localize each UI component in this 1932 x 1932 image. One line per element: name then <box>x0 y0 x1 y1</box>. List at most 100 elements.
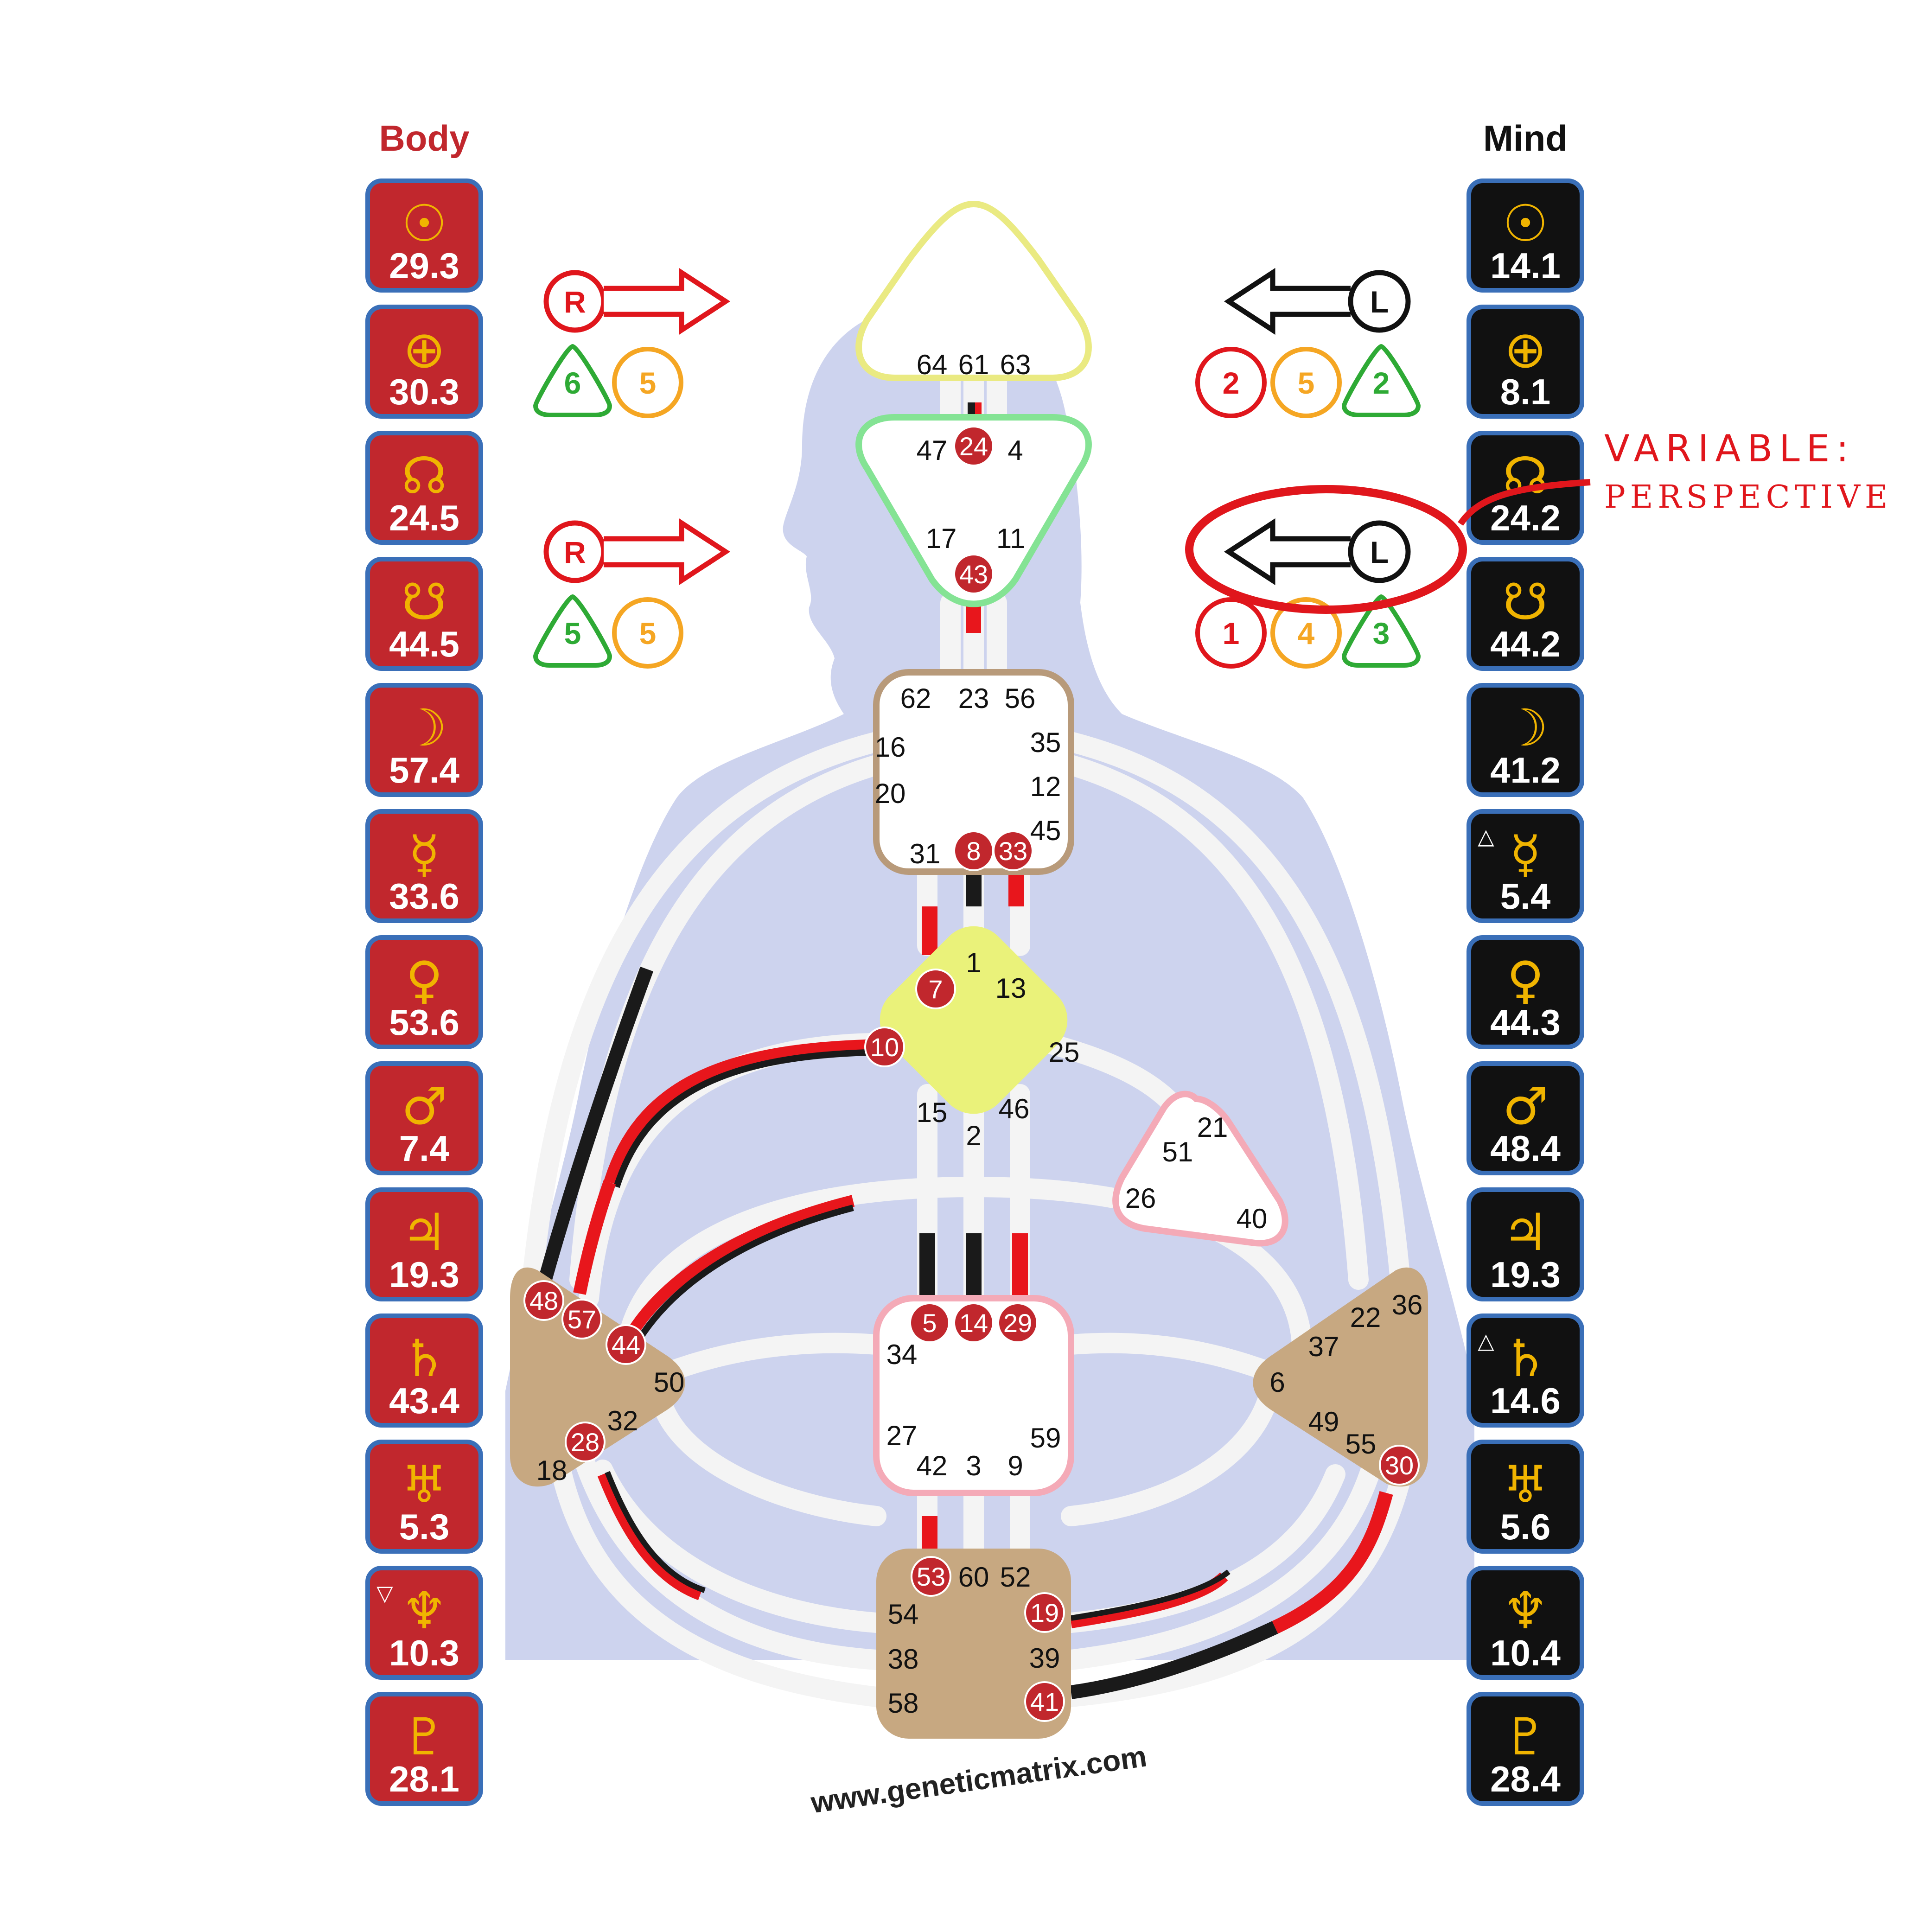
gate-28-active: 28 <box>571 1428 599 1457</box>
channel-16 <box>523 732 886 1281</box>
south-node-icon: ☋ <box>402 572 447 631</box>
var-top-left-arrow-right-icon <box>604 268 731 335</box>
body-col-planet-value-7: 53.6 <box>389 1002 459 1043</box>
activation-conscious-12 <box>613 1049 867 1188</box>
gate-25-label: 25 <box>1049 1037 1080 1068</box>
gate-52-label: 52 <box>1000 1562 1031 1593</box>
heart-center <box>1112 1090 1288 1247</box>
gate-62-label: 62 <box>900 683 931 714</box>
var-bottom-left-triangle-1 <box>533 594 612 668</box>
body-col-planet-value-11: 5.3 <box>399 1506 449 1547</box>
gate-30-active-dot <box>1379 1445 1420 1486</box>
sun-icon: ☉ <box>1503 194 1549 253</box>
var-top-left-digit-1: 6 <box>564 366 581 400</box>
gate-10-active: 10 <box>870 1033 899 1062</box>
gate-50-label: 50 <box>654 1367 685 1398</box>
gate-23-label: 23 <box>958 683 989 714</box>
channel-30 <box>657 1333 886 1383</box>
gate-35-label: 35 <box>1030 727 1061 758</box>
mind-col-planet-value-12: 10.4 <box>1490 1632 1561 1673</box>
moon-icon: ☽ <box>1503 698 1549 758</box>
mind-col-planet-value-1: 14.1 <box>1490 245 1561 286</box>
body-col-planet-value-13: 28.1 <box>389 1759 459 1799</box>
gate-30-active: 30 <box>1385 1451 1414 1480</box>
gate-55-label: 55 <box>1345 1428 1377 1460</box>
var-top-right-circle-2 <box>1270 347 1342 418</box>
body-col-planet-box-6 <box>365 809 483 923</box>
gate-63-label: 63 <box>1000 349 1031 380</box>
gate-57-active-dot <box>561 1299 602 1339</box>
gate-48-active: 48 <box>529 1286 558 1315</box>
gate-53-active: 53 <box>917 1562 945 1591</box>
sacral-center <box>873 1295 1074 1496</box>
mind-col-retro-marker-6: △ <box>1478 824 1494 849</box>
var-bottom-right-circle-2 <box>1270 597 1342 669</box>
saturn-icon: ♄ <box>402 1329 447 1388</box>
mind-col-planet-value-8: 48.4 <box>1490 1128 1561 1169</box>
mind-col-planet-box-7 <box>1467 935 1584 1049</box>
var-top-left-triangle-1 <box>533 344 612 417</box>
gate-1-label: 1 <box>966 947 981 978</box>
gate-49-label: 49 <box>1308 1406 1339 1437</box>
gate-54-label: 54 <box>888 1599 919 1630</box>
gate-31-label: 31 <box>910 838 941 869</box>
gate-21-label: 21 <box>1197 1112 1228 1143</box>
gate-47-label: 47 <box>917 435 948 466</box>
var-bottom-right-digit-3: 3 <box>1373 616 1390 650</box>
gate-64-label: 64 <box>917 349 948 380</box>
mind-col-planet-box-4 <box>1467 557 1584 671</box>
earth-icon: ⊕ <box>1504 320 1547 379</box>
channel-28 <box>648 1381 886 1526</box>
body-col-planet-box-1 <box>365 179 483 293</box>
body-col-planet-box-5 <box>365 683 483 797</box>
gate-19-active: 19 <box>1030 1598 1059 1627</box>
mind-heading: Mind <box>1483 118 1568 159</box>
root-center <box>876 1549 1071 1739</box>
gate-22-label: 22 <box>1350 1302 1381 1333</box>
neptune-icon: ♆ <box>402 1581 447 1640</box>
gate-39-label: 39 <box>1029 1643 1060 1674</box>
mind-col-planet-box-13 <box>1467 1692 1584 1806</box>
perspective-annotation: VARIABLE: PERSPECTIVE <box>1185 427 1893 614</box>
var-bottom-left-digit-1: 5 <box>564 616 581 650</box>
mind-col-planet-box-12 <box>1467 1566 1584 1680</box>
mind-col-planet-box-5 <box>1467 683 1584 797</box>
activation-unconscious-13 <box>573 1180 616 1295</box>
mind-col-planet-value-2: 8.1 <box>1500 371 1550 412</box>
throat-center <box>873 669 1074 875</box>
body-col-planet-box-9 <box>365 1187 483 1301</box>
body-col-planet-box-12 <box>365 1566 483 1680</box>
body-col-planet-value-2: 30.3 <box>389 371 459 412</box>
channel-31 <box>1061 1333 1281 1383</box>
gate-58-label: 58 <box>888 1688 919 1719</box>
var-top-left-digit-2: 5 <box>639 366 657 400</box>
pluto-icon: ♇ <box>402 1707 447 1766</box>
channel-18 <box>1061 732 1410 1290</box>
gate-44-active-dot <box>606 1324 646 1365</box>
mind-col-planet-box-6 <box>1467 809 1584 923</box>
var-top-right-digit-2: 5 <box>1298 366 1315 400</box>
gate-5-active: 5 <box>922 1308 937 1338</box>
var-top-right-circle <box>1348 270 1411 333</box>
gate-38-label: 38 <box>888 1644 919 1675</box>
solar-plexus-center <box>1253 1267 1428 1487</box>
gate-45-label: 45 <box>1030 815 1061 846</box>
gate-6-label: 6 <box>1269 1367 1285 1398</box>
var-top-left-letter: R <box>564 285 586 319</box>
gate-27-label: 27 <box>886 1420 918 1451</box>
annotation-line2: PERSPECTIVE <box>1604 479 1893 516</box>
mind-col-planet-box-1 <box>1467 179 1584 293</box>
gate-48-active-dot <box>523 1280 564 1321</box>
gate-61-label: 61 <box>958 349 989 380</box>
activation-layer <box>536 402 1393 1699</box>
gate-53-active-dot <box>911 1556 951 1597</box>
mind-col-planet-value-13: 28.4 <box>1490 1759 1561 1799</box>
activation-unconscious-17 <box>597 1472 702 1600</box>
body-col-planet-box-13 <box>365 1692 483 1806</box>
gate-51-label: 51 <box>1162 1136 1193 1167</box>
var-bottom-right-digit-1: 1 <box>1223 616 1240 650</box>
gate-46-label: 46 <box>999 1093 1030 1124</box>
gate-14-active-dot <box>953 1302 994 1343</box>
channel-29 <box>1061 1381 1281 1526</box>
mars-icon: ♂ <box>1503 1077 1549 1136</box>
